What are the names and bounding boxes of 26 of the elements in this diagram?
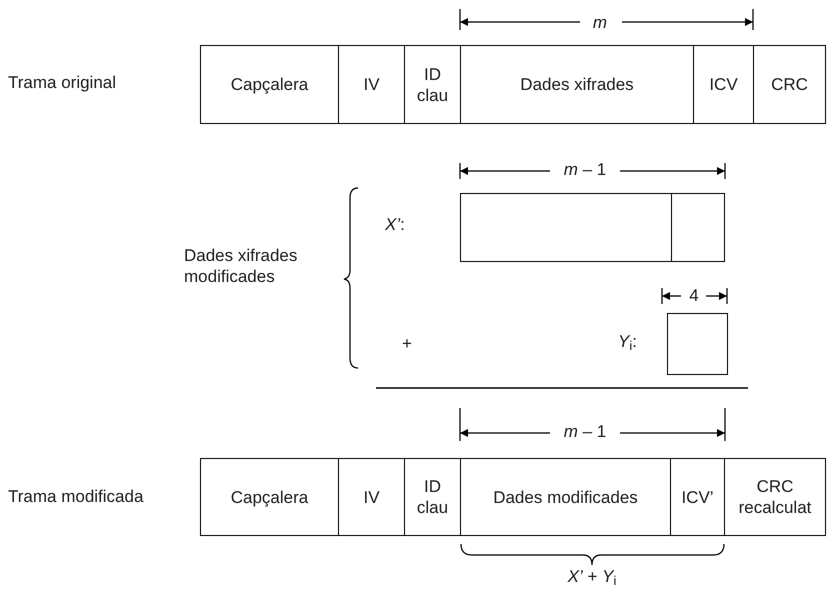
field-name: ICV <box>709 74 738 95</box>
frame-field-cell <box>404 458 461 536</box>
frame-field-cell <box>724 458 826 536</box>
frame-field-cell <box>338 458 405 536</box>
field-name: Capçalera <box>230 74 308 95</box>
frame-field-cell <box>338 45 405 124</box>
frame-field-cell <box>670 458 725 536</box>
field-name: IV <box>363 74 380 95</box>
field-name: Dades modificades <box>493 486 638 508</box>
field-name: ID clau <box>416 64 450 106</box>
frame-field-cell <box>460 458 671 536</box>
frame-field-cell <box>200 45 339 124</box>
field-name: Capçalera <box>230 486 308 508</box>
frame-field-cell <box>753 45 826 124</box>
frame-field-cell <box>693 45 754 124</box>
field-name: Dades xifrades <box>520 74 634 95</box>
frame-field-cell <box>404 45 461 124</box>
frame-field-cell <box>460 45 694 124</box>
field-name: ICV’ <box>681 486 714 508</box>
field-name: CRC <box>771 74 808 95</box>
field-name: IV <box>363 486 380 508</box>
empty-field-box <box>667 313 728 375</box>
field-name: CRC recalculat <box>738 476 812 518</box>
empty-field-box <box>671 193 725 262</box>
frame-field-cell <box>200 458 339 536</box>
field-name: ID clau <box>416 476 450 518</box>
